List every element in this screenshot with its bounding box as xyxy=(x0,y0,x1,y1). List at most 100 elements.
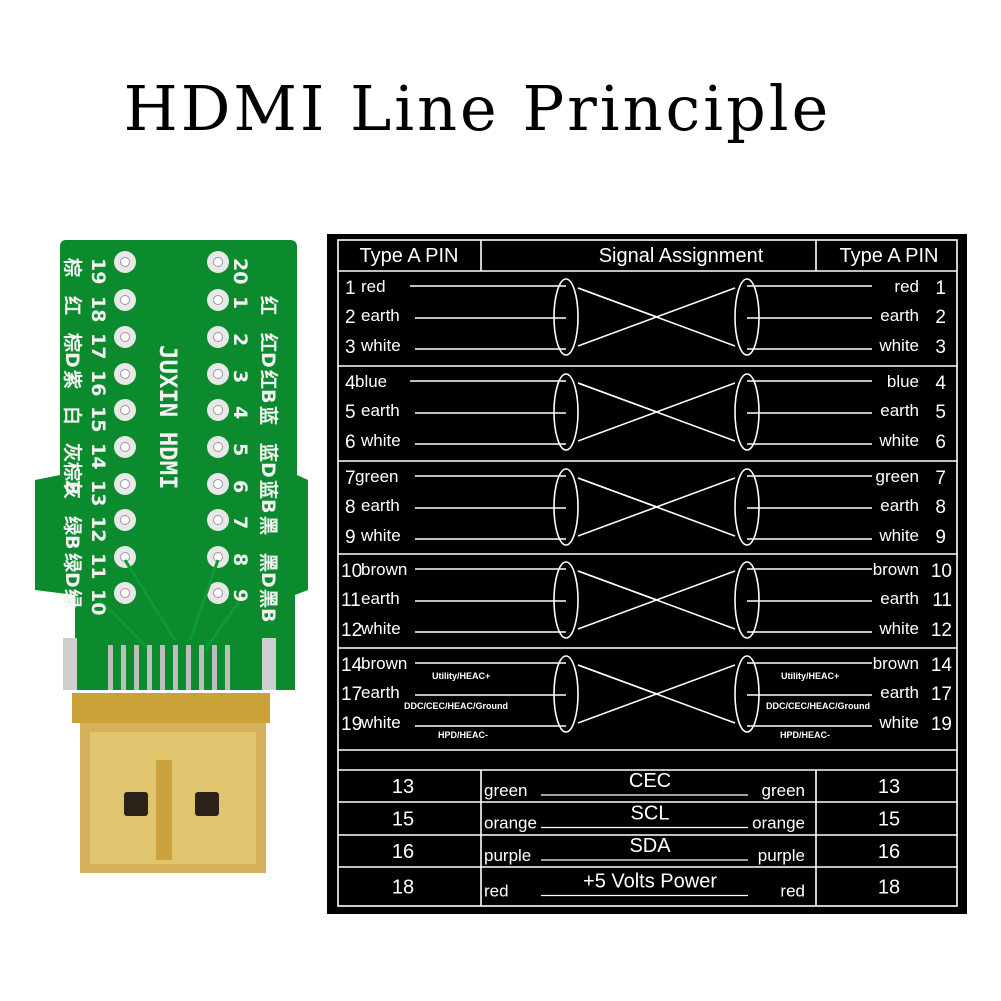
right-wire-color: earth xyxy=(880,589,919,608)
right-wire-color: white xyxy=(878,713,919,732)
left-pin-number: 9 xyxy=(345,527,356,548)
bottom-pin-number-left: 13 xyxy=(392,776,414,798)
aux-utility-right: Utility/HEAC+ xyxy=(781,671,839,681)
board-left-number: 13 xyxy=(87,480,109,506)
board-right-number: 2 xyxy=(229,333,251,346)
twist-line-extra xyxy=(577,477,658,508)
left-pin-number: 19 xyxy=(341,714,362,735)
table-frame xyxy=(337,239,958,907)
gold-fingers xyxy=(108,645,230,690)
bottom-pin-number-left: 18 xyxy=(392,877,414,899)
left-pin-number: 12 xyxy=(341,620,362,641)
left-wire-color: earth xyxy=(361,306,400,325)
bottom-color-left: orange xyxy=(484,814,537,833)
right-wire-color: white xyxy=(878,619,919,638)
right-pin-number: 3 xyxy=(935,337,946,358)
pad-hole xyxy=(120,295,130,305)
bottom-pin-number-left: 15 xyxy=(392,809,414,831)
pad-hole xyxy=(213,442,223,452)
twisted-pair-ellipse-right xyxy=(734,561,760,639)
left-wire-color: white xyxy=(360,526,401,545)
twisted-pair-ellipse-right xyxy=(734,373,760,451)
twisted-pair-ellipse-right xyxy=(734,655,760,733)
bottom-color-left: green xyxy=(484,781,527,800)
side-clip-right xyxy=(262,638,276,690)
pad-hole xyxy=(213,588,223,598)
right-wire-color: white xyxy=(878,431,919,450)
aux-hpd-right: HPD/HEAC- xyxy=(780,730,830,740)
board-left-label: 绿B xyxy=(61,516,84,549)
board-brand: JUXIN HDMI xyxy=(154,345,182,490)
left-wire-color: green xyxy=(355,467,398,486)
board-right-label: 红B xyxy=(257,370,280,403)
twisted-pair-ellipse-right xyxy=(734,468,760,546)
pin-lead xyxy=(160,645,165,690)
pad-hole xyxy=(213,479,223,489)
right-wire-color: brown xyxy=(873,654,919,673)
board-right-label: 红 xyxy=(257,296,280,315)
twist-line xyxy=(577,287,736,347)
board-left-number: 18 xyxy=(87,296,109,322)
board-right-label: 黑D xyxy=(257,553,279,588)
twist-line xyxy=(577,477,736,537)
left-wire-color: white xyxy=(360,713,401,732)
pad-hole xyxy=(120,369,130,379)
right-wire-color: green xyxy=(876,467,919,486)
bottom-signal-name: SCL xyxy=(631,803,670,825)
twist-line xyxy=(577,477,736,537)
bottom-pin-number-right: 15 xyxy=(878,809,900,831)
left-pin-number: 5 xyxy=(345,402,356,423)
left-wire-color: brown xyxy=(361,654,407,673)
right-wire-color: white xyxy=(878,336,919,355)
pad-hole xyxy=(213,332,223,342)
bottom-pin-number-left: 16 xyxy=(392,841,414,863)
right-pin-number: 17 xyxy=(931,684,952,705)
board-left-label: 红 xyxy=(61,296,84,315)
right-wire-color: earth xyxy=(880,306,919,325)
left-pin-number: 8 xyxy=(345,497,356,518)
pad-hole xyxy=(120,479,130,489)
right-pin-number: 12 xyxy=(931,620,952,641)
right-pin-number: 1 xyxy=(935,278,946,299)
board-left-number: 12 xyxy=(87,516,109,542)
board-left-label: 灰棕B xyxy=(61,443,84,495)
board-right-number: 6 xyxy=(229,480,251,493)
bottom-signal-name: +5 Volts Power xyxy=(583,871,717,893)
right-pin-number: 14 xyxy=(931,655,953,676)
right-wire-color: blue xyxy=(887,372,919,391)
board-left-label: 紫 xyxy=(61,370,83,389)
board-right-number: 1 xyxy=(229,296,251,309)
board-right-number: 4 xyxy=(229,406,251,419)
aux-ddc-left: DDC/CEC/HEAC/Ground xyxy=(404,701,508,711)
board-right-label: 蓝 xyxy=(257,406,280,425)
side-clip-left xyxy=(63,638,77,690)
left-wire-color: brown xyxy=(361,560,407,579)
twist-line xyxy=(577,664,736,724)
board-left-number: 11 xyxy=(87,553,109,579)
pin-lead xyxy=(212,645,217,690)
twisted-pair-ellipse-left xyxy=(553,468,579,546)
bottom-pin-number-right: 18 xyxy=(878,877,900,899)
pcb-traces xyxy=(98,559,242,652)
board-right-label: 黑B xyxy=(257,589,279,622)
bottom-color-left: purple xyxy=(484,846,531,865)
board-left-label: 绿 xyxy=(61,589,84,609)
board-left-label: 灰 xyxy=(61,480,84,499)
right-pin-number: 6 xyxy=(935,432,946,453)
header-signal-assignment: Signal Assignment xyxy=(599,245,764,267)
left-pin-number: 1 xyxy=(345,278,356,299)
left-wire-color: earth xyxy=(361,496,400,515)
board-left-label: 棕D xyxy=(61,333,84,368)
board-left-label: 棕 xyxy=(61,258,84,277)
left-pin-number: 14 xyxy=(341,655,363,676)
board-right-number: 8 xyxy=(229,553,251,566)
pad-hole xyxy=(120,332,130,342)
twist-line xyxy=(577,382,736,442)
twist-line-extra xyxy=(577,664,658,695)
board-left-label: 白 xyxy=(61,406,84,425)
left-wire-color: white xyxy=(360,431,401,450)
pcb-body xyxy=(35,240,308,690)
board-left-label: 绿D xyxy=(61,553,84,588)
pin-lead xyxy=(225,645,230,690)
